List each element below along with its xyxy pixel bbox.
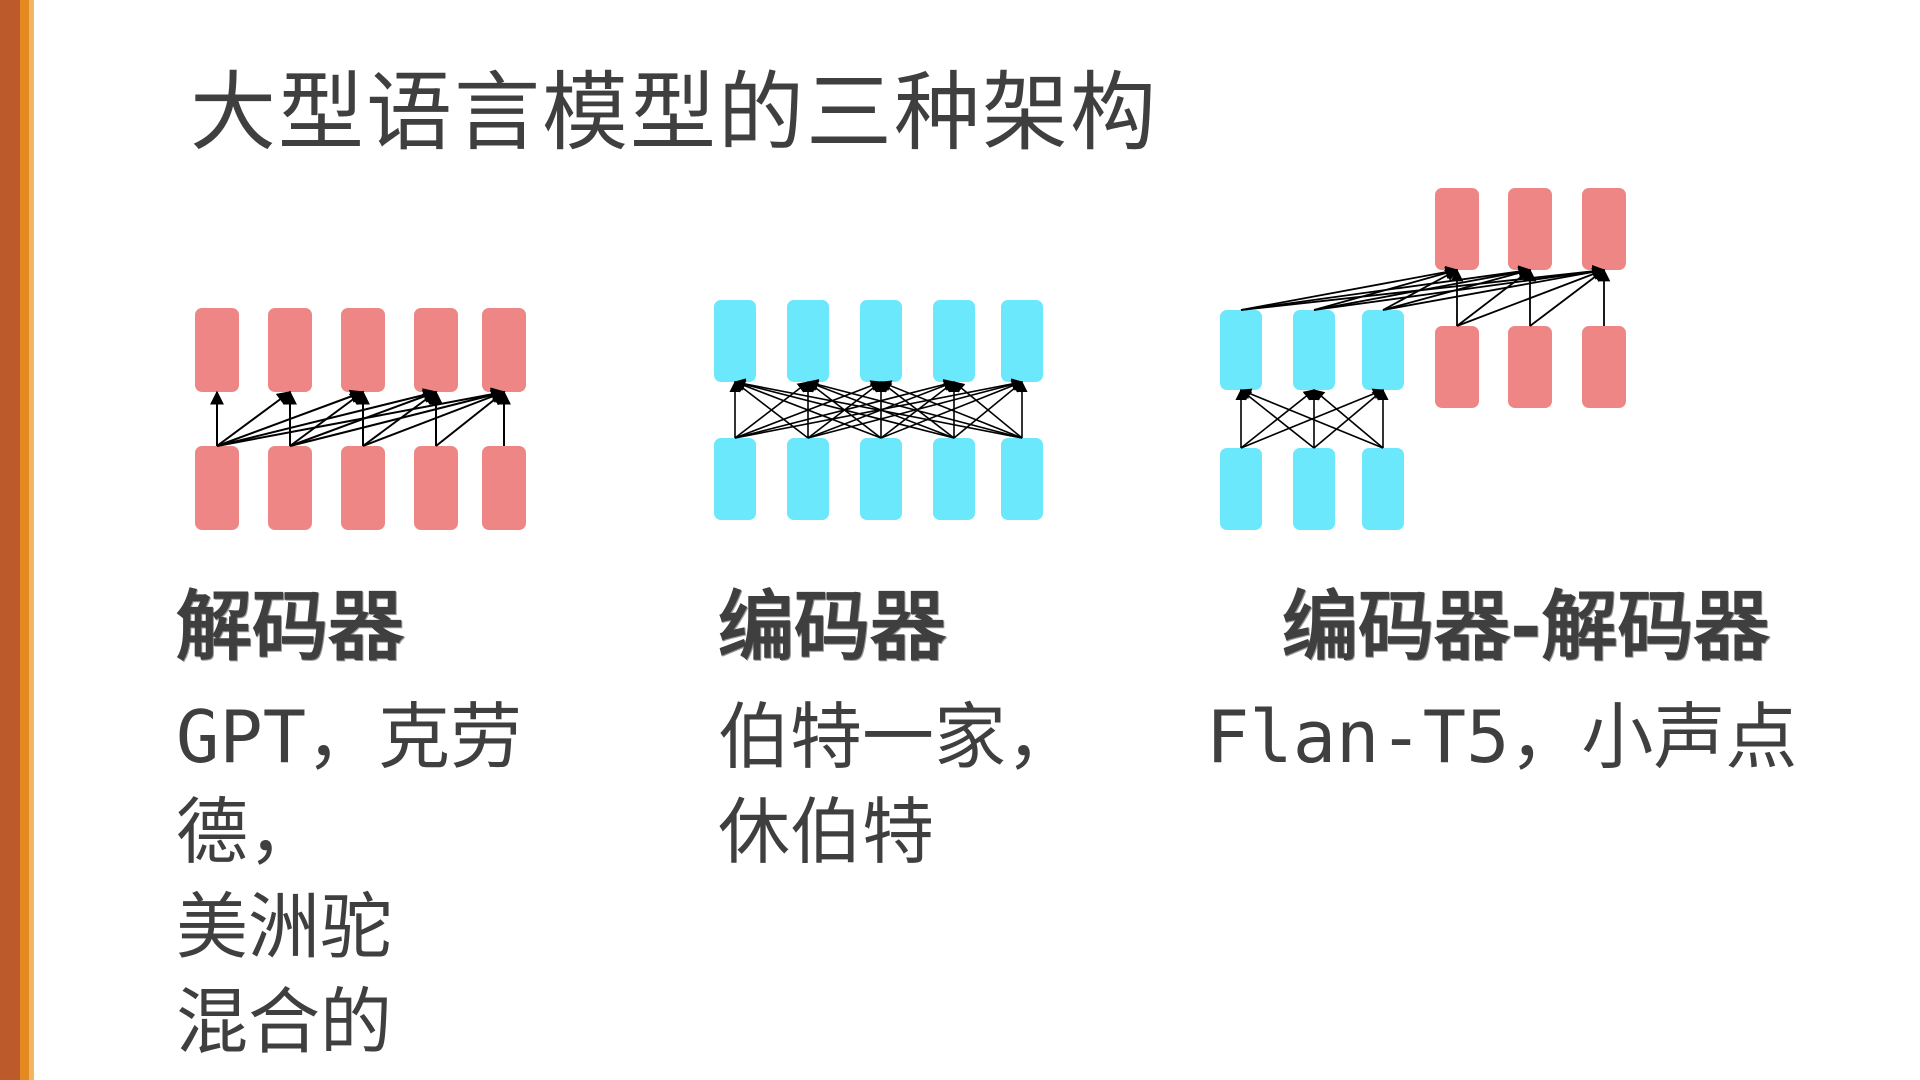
decoder-examples: GPT，克劳 德， 美洲驼 混合的 <box>176 690 522 1070</box>
encoder-output-block <box>1001 300 1043 382</box>
decoder-example-line: 混合的 <box>176 980 393 1064</box>
decoder-example-line: 美洲驼 <box>176 885 393 969</box>
ed-encoder-input-block <box>1220 448 1262 530</box>
encoder-heading: 编码器 <box>718 582 946 671</box>
encoder-output-block <box>787 300 829 382</box>
decoder-input-block <box>195 446 239 530</box>
arrow <box>1239 388 1384 449</box>
encoder-decoder-example-line: Flan-T5，小声点 <box>1206 695 1798 779</box>
encoder-decoder-diagram <box>1220 188 1626 530</box>
arrow <box>216 387 506 447</box>
decoder-diagram <box>195 308 526 530</box>
decoder-input-block <box>268 446 312 530</box>
arrow <box>879 380 1023 439</box>
ed-decoder-output-block <box>1435 188 1479 270</box>
arrow <box>362 389 506 447</box>
decoder-example-line: 德， <box>176 790 321 874</box>
decoder-heading: 解码器 <box>176 582 404 671</box>
decoder-output-block <box>482 308 526 392</box>
decoder-output-block <box>195 308 239 392</box>
decoder-output-block <box>268 308 312 392</box>
ed-encoder-output-block <box>1220 310 1262 390</box>
encoder-output-blocks <box>714 300 1043 382</box>
accent-bar <box>0 0 34 1080</box>
encoder-examples: 伯特一家， 休伯特 <box>718 690 1078 880</box>
arrow <box>1313 389 1384 449</box>
decoder-output-block <box>414 308 458 392</box>
decoder-input-block <box>482 446 526 530</box>
ed-encoder-output-block <box>1293 310 1335 390</box>
ed-decoder-output-block <box>1508 188 1552 270</box>
arrow <box>733 380 882 439</box>
arrow <box>216 389 365 447</box>
encoder-output-block <box>933 300 975 382</box>
ed-encoder-input-block <box>1293 448 1335 530</box>
encoder-decoder-examples: Flan-T5，小声点 <box>1206 690 1797 785</box>
arrow <box>216 388 438 447</box>
ed-decoder-input-block <box>1435 326 1479 408</box>
decoder-causal-arrows <box>210 387 511 447</box>
arrow <box>1529 269 1606 327</box>
arrow <box>806 379 1023 439</box>
ed-decoder-input-blocks <box>1435 326 1626 408</box>
encoder-input-block <box>1001 438 1043 520</box>
ed-decoder-output-block <box>1582 188 1626 270</box>
encoder-decoder-heading: 编码器-解码器 <box>1282 582 1770 671</box>
slide-title: 大型语言模型的三种架构 <box>190 63 1158 163</box>
encoder-input-block <box>787 438 829 520</box>
ed-decoder-input-block <box>1508 326 1552 408</box>
encoder-input-block <box>714 438 756 520</box>
arrow <box>216 391 292 447</box>
arrow <box>1240 265 1459 311</box>
ed-decoder-output-blocks <box>1435 188 1626 270</box>
ed-encoder-arrows <box>1235 388 1389 449</box>
ed-decoder-input-block <box>1582 326 1626 408</box>
ed-encoder-output-block <box>1362 310 1404 390</box>
encoder-input-blocks <box>714 438 1043 520</box>
ed-encoder-input-block <box>1362 448 1404 530</box>
encoder-diagram <box>714 300 1043 520</box>
decoder-input-block <box>341 446 385 530</box>
arrow <box>733 379 955 439</box>
arrow <box>1240 389 1315 449</box>
encoder-example-line: 休伯特 <box>718 790 935 874</box>
encoder-output-block <box>714 300 756 382</box>
decoder-input-block <box>414 446 458 530</box>
arrow <box>289 388 506 447</box>
decoder-output-block <box>341 308 385 392</box>
encoder-output-block <box>860 300 902 382</box>
ed-decoder-arrows <box>1450 268 1611 327</box>
encoder-input-block <box>860 438 902 520</box>
arrow <box>734 381 809 439</box>
arrow <box>1382 269 1459 311</box>
arrow <box>733 378 1023 439</box>
ed-cross-attention-arrows <box>1240 264 1606 311</box>
ed-encoder-output-blocks <box>1220 310 1404 390</box>
decoder-example-line: GPT，克劳 <box>176 695 523 779</box>
arrow <box>1313 265 1532 311</box>
arrow <box>1382 265 1606 311</box>
encoder-input-block <box>933 438 975 520</box>
decoder-input-blocks <box>195 446 526 530</box>
arrow <box>1313 266 1459 311</box>
ed-encoder-input-blocks <box>1220 448 1404 530</box>
encoder-bidirectional-arrows <box>729 378 1028 439</box>
decoder-output-blocks <box>195 308 526 392</box>
arrow <box>1456 268 1606 327</box>
arrow <box>1382 266 1532 311</box>
arrow <box>435 391 506 447</box>
arrow <box>953 381 1023 439</box>
encoder-example-line: 伯特一家， <box>718 695 1079 779</box>
